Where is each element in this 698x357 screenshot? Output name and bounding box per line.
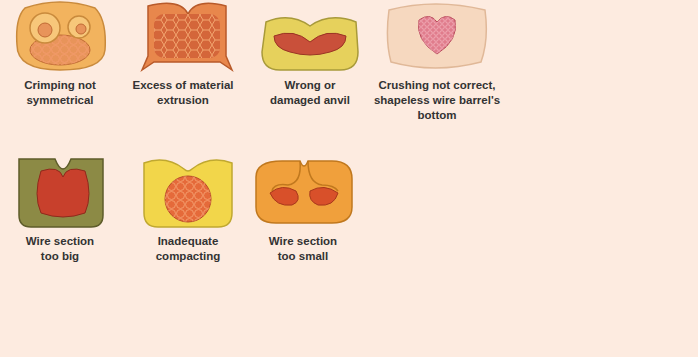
caption: Excess of material extrusion <box>126 78 241 108</box>
oversize-wire-crimp <box>19 159 103 227</box>
caption: Wrong or damaged anvil <box>264 78 356 108</box>
caption: Inadequate compacting <box>142 234 234 264</box>
asymmetric-crimp <box>17 2 106 70</box>
caption: Crimping not symmetrical <box>10 78 110 108</box>
caption: Wire section too big <box>18 234 102 264</box>
shapeless-barrel-crimp <box>387 4 486 68</box>
damaged-anvil-crimp <box>262 18 358 70</box>
undersize-wire-crimp <box>256 161 352 223</box>
loose-compacting-crimp <box>144 160 232 227</box>
caption: Wire section too small <box>261 234 345 264</box>
caption: Crushing not correct, shapeless wire bar… <box>370 78 504 123</box>
extrusion-crimp <box>142 3 232 70</box>
